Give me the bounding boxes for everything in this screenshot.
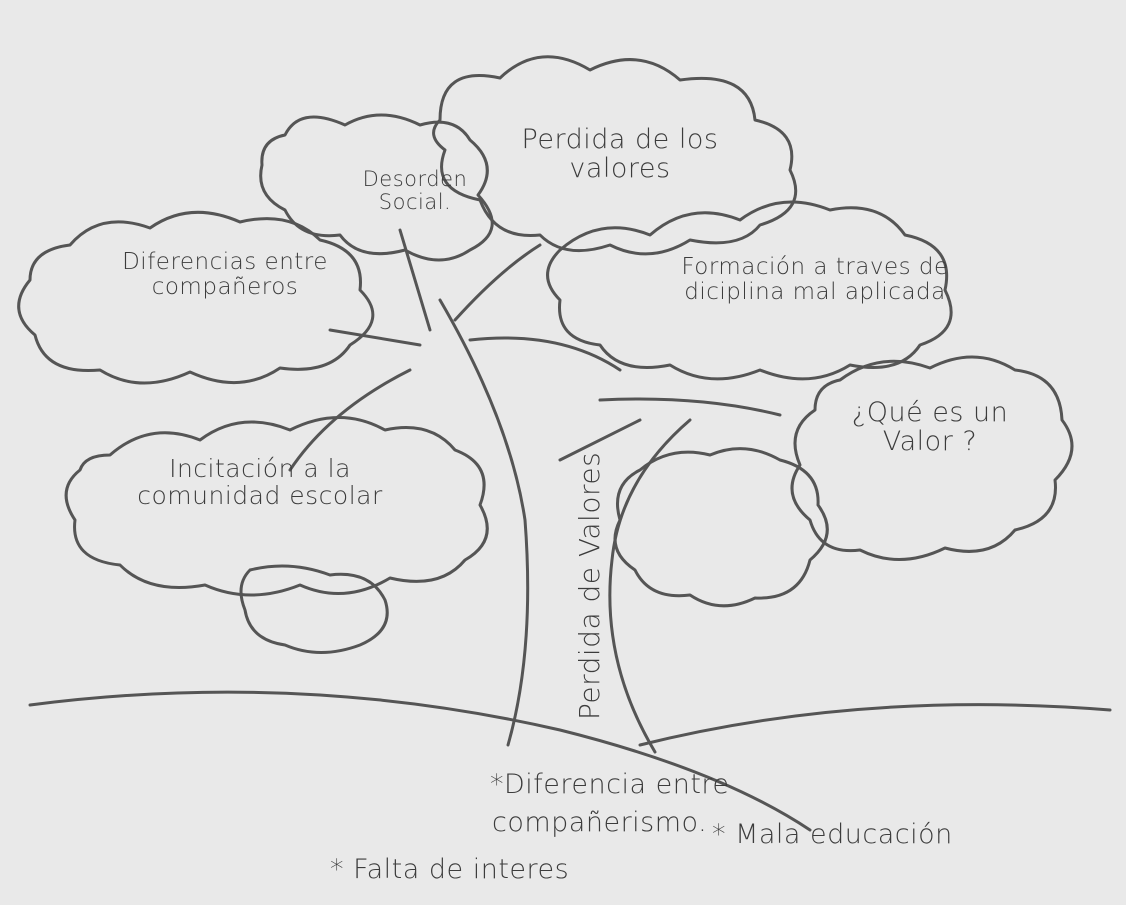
label-que-es-valor: ¿Qué es un Valor ?: [851, 397, 1009, 458]
cloud-lower-left: [239, 564, 389, 654]
branch-line: [328, 328, 422, 347]
branch-line: [558, 418, 642, 462]
root-item-diferencia-line2: compañerismo.: [492, 807, 708, 838]
cloud-que-es: [790, 355, 1074, 561]
branch-line: [598, 397, 782, 417]
cloud-formacion: [546, 200, 953, 381]
cloud-lower-right: [613, 447, 829, 608]
root-item-diferencia-line1: *Diferencia entre: [490, 769, 730, 800]
label-formacion: Formación a traves de diciplina mal apli…: [681, 254, 949, 305]
branch-line: [398, 228, 432, 332]
branch-line: [468, 336, 622, 372]
cloud-incitacion: [64, 416, 489, 597]
root-item-mala-educacion: * Mala educación: [712, 819, 953, 850]
cloud-diferencias: [17, 210, 375, 385]
ground-hill-line: [28, 690, 812, 832]
root-item-falta-interes: * Falta de interes: [330, 854, 570, 885]
cloud-top: [432, 55, 798, 256]
ground-right-line: [638, 703, 1112, 747]
cloud-desorden: [259, 113, 494, 262]
label-desorden-social: Desorden Social.: [362, 167, 468, 214]
trunk-left-line: [438, 298, 530, 747]
label-diferencias-companeros: Diferencias entre compañeros: [122, 249, 328, 300]
branch-line: [453, 243, 542, 322]
label-perdida-valores: Perdida de los valores: [521, 124, 719, 185]
branch-line: [288, 368, 412, 472]
label-trunk: Perdida de Valores: [573, 451, 606, 720]
label-incitacion: Incitación a la comunidad escolar: [137, 454, 383, 510]
